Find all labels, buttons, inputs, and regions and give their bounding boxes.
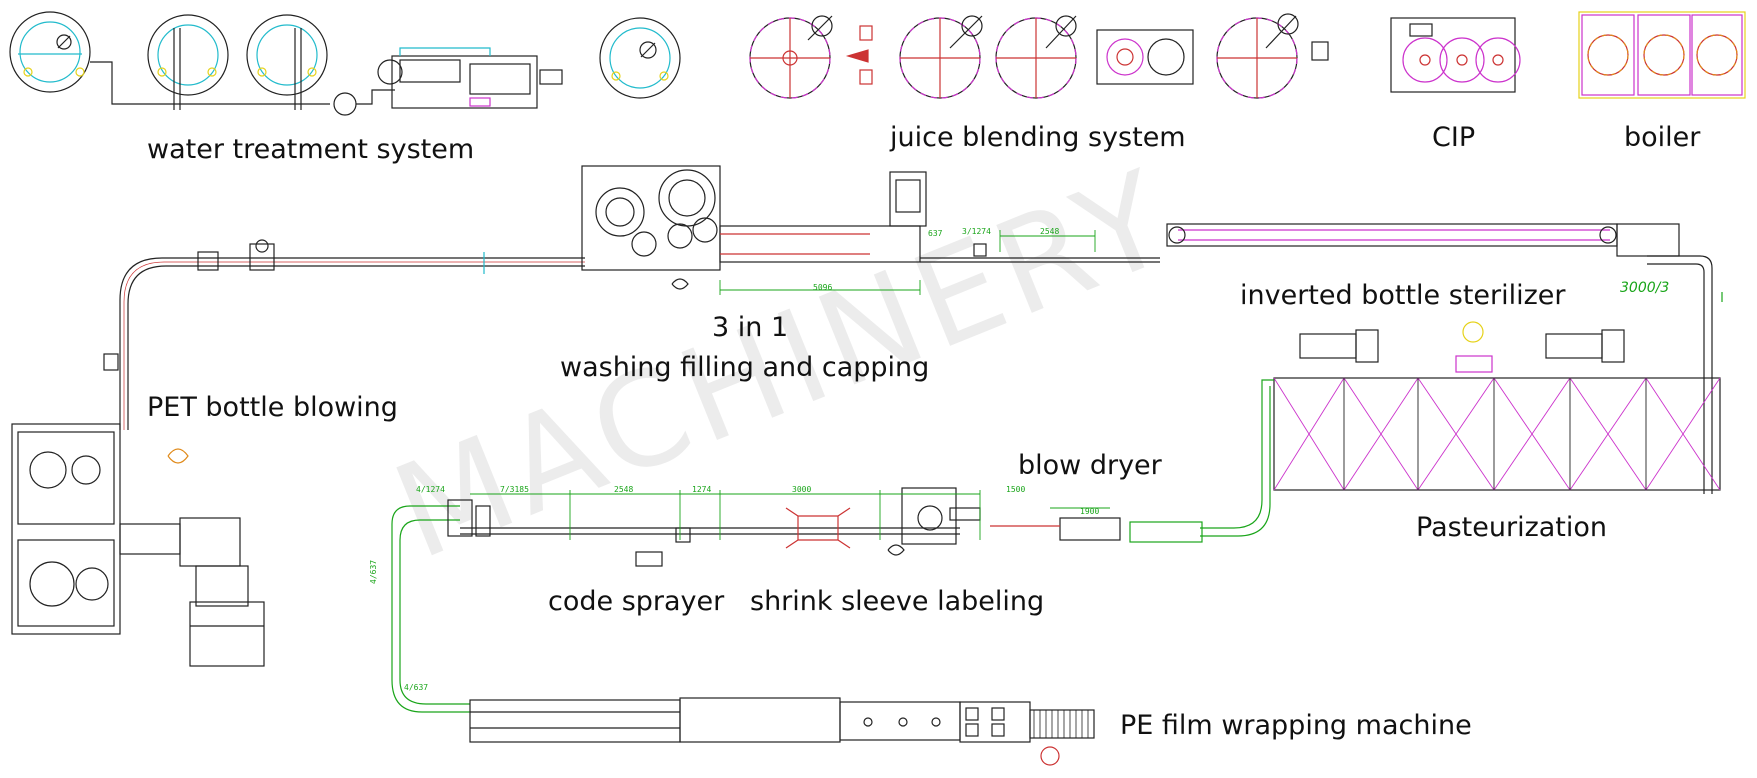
label-pasteurization: Pasteurization [1416,512,1607,543]
dimensions-middle [470,490,1110,540]
pasteurizer-control-box [1455,355,1493,373]
juice-blending-system [749,13,1329,99]
label-pet-blowing: PET bottle blowing [147,392,398,423]
label-shrink-sleeve: shrink sleeve labeling [750,586,1044,617]
label-3-in-1: 3 in 1 [712,312,788,343]
blending-tank-3 [995,15,1077,99]
dim-1500: 1500 [1006,485,1025,494]
water-tank-1 [9,11,91,93]
boiler-unit [1578,11,1746,99]
water-tank-2 [147,14,229,110]
code-sprayer-unit [635,551,663,567]
homogenizer-unit [1096,29,1194,85]
dim-7-3185: 7/3185 [500,485,529,494]
water-treatment-system [9,11,681,116]
dim-4-637-bottom: 4/637 [404,683,428,692]
label-blow-dryer: blow dryer [1018,450,1163,481]
label-inverted-sterilizer: inverted bottle sterilizer [1240,280,1566,311]
dim-4-1274: 4/1274 [416,485,445,494]
dim-4-637-vert: 4/637 [369,560,378,584]
pe-film-wrapping-line [391,679,1095,766]
dim-5096: 5096 [813,283,832,292]
blending-pump [845,25,873,85]
dim-2548-top: 2548 [1040,227,1059,236]
blending-tank-4 [1216,13,1299,99]
water-piping [90,47,563,116]
dim-1274-mid: 1274 [692,485,711,494]
pasteurization-tunnel [1200,321,1721,537]
operator-icon-pasteurizer [1462,321,1484,343]
shrink-sleeve-tunnel [785,507,851,549]
label-pe-wrapping: PE film wrapping machine [1120,710,1472,741]
dim-1900: 1900 [1080,507,1099,516]
blending-valve [1311,41,1329,61]
pasteurizer-motor-left [1299,329,1379,363]
label-juice-blending: juice blending system [889,122,1186,153]
label-code-sprayer: code sprayer [548,586,725,617]
wrapping-outfeed-rollers [1033,710,1089,738]
label-washing-filling-capping: washing filling and capping [560,352,929,383]
pet-bottle-blowing-machine [11,423,265,667]
inverted-bottle-sterilizer [1166,223,1723,494]
label-water-treatment: water treatment system [147,134,474,165]
pasteurizer-zones [1273,377,1721,491]
water-tank-4 [599,17,681,99]
blending-tank-2 [899,15,983,99]
dim-637-top: 637 [928,229,943,238]
dim-2548-mid: 2548 [614,485,633,494]
label-cip: CIP [1432,122,1475,153]
cip-unit [1390,17,1521,93]
bottle-conveyor-middle [391,487,1203,680]
pasteurizer-motor-right [1545,329,1625,363]
dimensions-top [719,230,1096,295]
water-tank-3 [246,14,328,110]
blow-dryer-unit [901,487,957,545]
dim-3-1274: 3/1274 [962,227,991,236]
air-conveyor-top [103,239,585,430]
speed-note: 3000/3 [1620,280,1669,296]
label-boiler: boiler [1624,122,1701,153]
three-in-one-machine [581,165,1160,290]
blending-tank-1 [749,15,833,99]
dim-3000: 3000 [792,485,811,494]
